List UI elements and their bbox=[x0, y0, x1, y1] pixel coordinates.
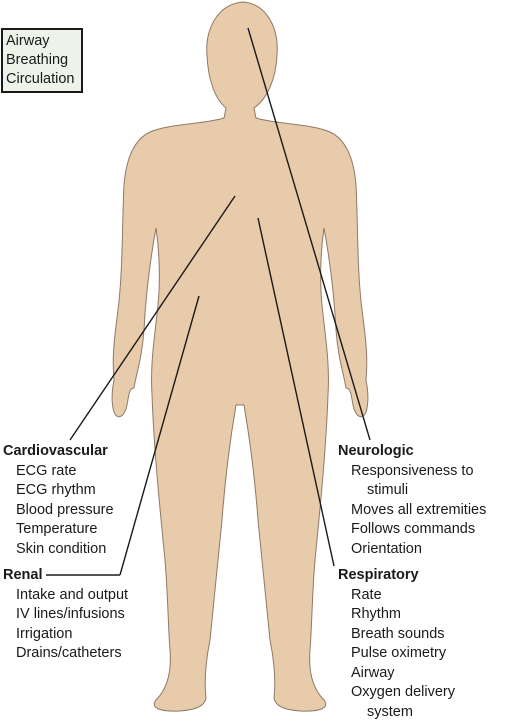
group-title: Respiratory bbox=[338, 567, 419, 583]
list-item: Rhythm bbox=[351, 606, 401, 622]
group-title: Cardiovascular bbox=[3, 443, 108, 459]
list-item: Rate bbox=[351, 586, 382, 603]
list-item: ECG rhythm bbox=[16, 482, 96, 498]
neurologic-group: Neurologic Responsiveness to stimuli Mov… bbox=[338, 442, 486, 559]
leader-cardiovascular bbox=[69, 195, 236, 441]
list-item: IV lines/infusions bbox=[16, 606, 125, 622]
list-item: Drains/catheters bbox=[16, 645, 122, 661]
cardiovascular-group: Cardiovascular ECG rate ECG rhythm Blood… bbox=[3, 442, 114, 559]
list-item: Pulse oximetry bbox=[351, 645, 447, 661]
list-item: system bbox=[367, 703, 413, 720]
body-silhouette bbox=[111, 1, 369, 712]
renal-group: Renal Intake and output IV lines/infusio… bbox=[3, 566, 128, 664]
list-item: Skin condition bbox=[16, 540, 107, 557]
leader-renal bbox=[119, 295, 200, 576]
list-item: ECG rate bbox=[16, 462, 77, 479]
list-item: Responsiveness to bbox=[351, 462, 474, 479]
list-item: Blood pressure bbox=[16, 501, 114, 518]
list-item: Airway bbox=[351, 664, 395, 681]
abc-line: Circulation bbox=[6, 71, 75, 87]
group-title: Renal bbox=[3, 567, 43, 583]
respiratory-group: Respiratory Rate Rhythm Breath sounds Pu… bbox=[338, 566, 455, 722]
leader-neurologic bbox=[247, 27, 371, 441]
list-item: Moves all extremities bbox=[351, 501, 487, 518]
list-item: Temperature bbox=[16, 521, 98, 537]
list-item: Orientation bbox=[351, 540, 422, 557]
group-title: Neurologic bbox=[338, 443, 414, 459]
leader-respiratory bbox=[257, 217, 335, 567]
list-item: Follows commands bbox=[351, 521, 476, 537]
list-item: Breath sounds bbox=[351, 625, 445, 642]
abc-line: Breathing bbox=[6, 52, 69, 68]
list-item: Irrigation bbox=[16, 625, 73, 642]
abc-box: Airway Breathing Circulation bbox=[1, 28, 83, 93]
list-item: Oxygen delivery bbox=[351, 684, 455, 700]
abc-line: Airway bbox=[6, 33, 50, 49]
list-item: stimuli bbox=[367, 482, 409, 498]
list-item: Intake and output bbox=[16, 586, 129, 603]
